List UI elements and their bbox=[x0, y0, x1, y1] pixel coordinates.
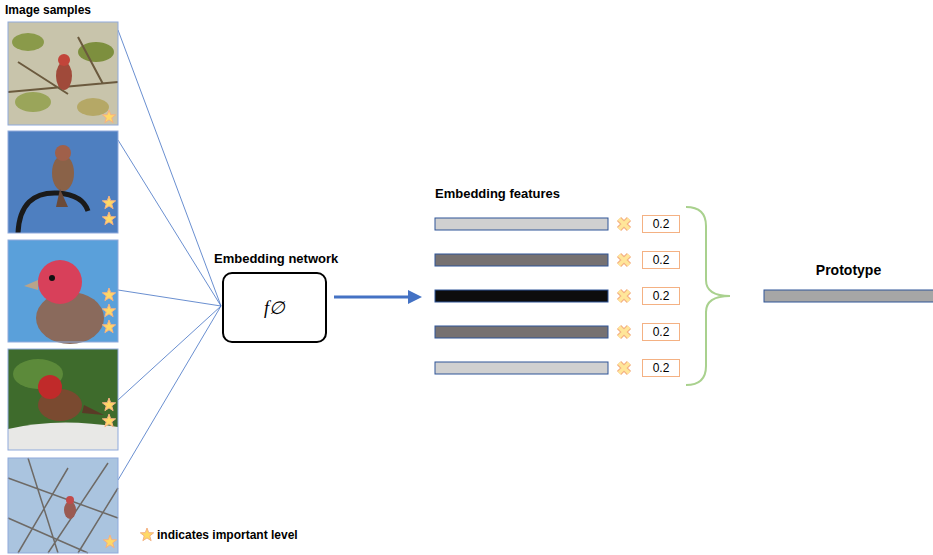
bird-head bbox=[38, 260, 82, 304]
weight-value: 0.2 bbox=[653, 361, 670, 375]
section-title: Embedding features bbox=[435, 186, 560, 201]
multiply-fill bbox=[619, 291, 629, 301]
legend-star bbox=[139, 527, 155, 543]
weight-box: 0.2 bbox=[642, 287, 680, 305]
feature-bar bbox=[435, 326, 608, 338]
photo-frame bbox=[8, 131, 118, 233]
feature-bar bbox=[435, 362, 608, 374]
multiply-fill bbox=[619, 255, 629, 265]
importance-star bbox=[102, 110, 115, 123]
importance-star bbox=[102, 196, 115, 209]
network-outline: f∅ bbox=[222, 272, 327, 343]
bird-head bbox=[38, 375, 62, 399]
weight-box: 0.2 bbox=[642, 323, 680, 341]
importance-star bbox=[102, 398, 115, 411]
multiply-symbol bbox=[619, 327, 629, 337]
importance-star bbox=[102, 320, 115, 333]
importance-star bbox=[102, 414, 115, 427]
sample-line bbox=[118, 290, 221, 306]
multiply-outline bbox=[619, 291, 629, 301]
weight-value: 0.2 bbox=[653, 217, 670, 231]
network-heading: Embedding network bbox=[214, 251, 338, 267]
multiply-fill bbox=[619, 327, 629, 337]
bird-photo bbox=[8, 131, 118, 233]
network-box: Embedding network f∅ bbox=[214, 251, 338, 343]
prototype-bar bbox=[764, 290, 933, 302]
importance-star bbox=[140, 528, 153, 541]
multiply-fill bbox=[619, 363, 629, 373]
sample-line bbox=[118, 306, 221, 480]
multiply-symbol bbox=[619, 219, 629, 229]
branch bbox=[8, 37, 118, 94]
photo-ground bbox=[8, 131, 118, 233]
multiply-symbol bbox=[619, 363, 629, 373]
feature-bar bbox=[435, 218, 608, 230]
function-symbol: f∅ bbox=[264, 297, 285, 319]
legend-entry: indicates important level bbox=[139, 527, 298, 543]
feature-bar bbox=[435, 254, 608, 266]
multiply-outline bbox=[619, 219, 629, 229]
importance-star bbox=[103, 535, 116, 548]
leaf bbox=[15, 92, 51, 112]
flow-arrow-head bbox=[408, 290, 422, 304]
bird-photo bbox=[8, 22, 118, 125]
rock bbox=[8, 422, 118, 450]
multiply-outline bbox=[619, 363, 629, 373]
multiply-fill bbox=[619, 219, 629, 229]
importance-star bbox=[102, 212, 115, 225]
bird-photo bbox=[8, 458, 118, 553]
multiply-symbol bbox=[619, 255, 629, 265]
photo-frame bbox=[8, 458, 118, 553]
importance-star bbox=[102, 288, 115, 301]
photo-ground bbox=[8, 458, 118, 553]
photo-frame bbox=[8, 349, 118, 450]
weight-value: 0.2 bbox=[653, 289, 670, 303]
perch bbox=[18, 193, 88, 233]
weight-box: 0.2 bbox=[642, 251, 680, 269]
bird-head bbox=[58, 54, 70, 66]
bird-tail bbox=[56, 189, 68, 207]
flow-arrow-shaft bbox=[334, 296, 410, 299]
photo-ground bbox=[8, 22, 118, 125]
bird-tail bbox=[82, 405, 104, 415]
sample-line bbox=[118, 306, 221, 400]
section-title: Image samples bbox=[5, 3, 91, 17]
multiply-outline bbox=[619, 327, 629, 337]
photo-frame bbox=[8, 22, 118, 125]
bird-head bbox=[66, 496, 74, 504]
multiply-outline bbox=[619, 255, 629, 265]
sample-line bbox=[118, 140, 221, 306]
bird-eye bbox=[49, 275, 55, 281]
multiply-symbol bbox=[619, 291, 629, 301]
sample-line bbox=[118, 30, 221, 306]
bird-photo bbox=[8, 240, 118, 344]
multiply-symbols bbox=[619, 219, 629, 373]
weight-value: 0.2 bbox=[653, 325, 670, 339]
photo-ground bbox=[8, 349, 118, 450]
importance-star bbox=[102, 304, 115, 317]
bird-photo bbox=[8, 349, 118, 450]
weight-value: 0.2 bbox=[653, 253, 670, 267]
weight-box: 0.2 bbox=[642, 215, 680, 233]
leaf bbox=[77, 98, 109, 116]
prototype-node: Prototype bbox=[764, 262, 933, 278]
bird-body bbox=[56, 62, 72, 90]
sample-lines bbox=[118, 30, 221, 480]
feature-bar bbox=[435, 290, 608, 302]
legend-text: indicates important level bbox=[157, 528, 298, 542]
sum-bracket bbox=[686, 207, 730, 385]
bare-branches bbox=[8, 458, 118, 553]
leaf bbox=[78, 42, 114, 62]
bird-beak bbox=[24, 280, 38, 290]
photo-frame bbox=[8, 240, 118, 342]
prototype-heading: Prototype bbox=[816, 262, 881, 278]
weight-box: 0.2 bbox=[642, 359, 680, 377]
bird-head bbox=[55, 145, 71, 161]
leaf bbox=[12, 33, 44, 51]
